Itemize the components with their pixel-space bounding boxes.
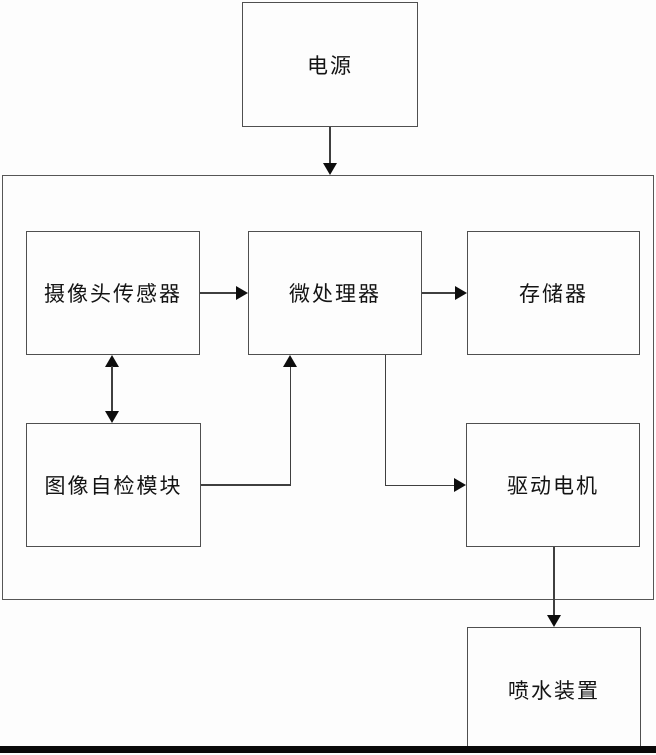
edge-power-to-unit-arrowhead <box>323 163 337 175</box>
edge-camera-selfcheck-arrowhead-bottom <box>105 411 119 423</box>
edge-power-to-unit-line <box>329 127 331 165</box>
node-water-spray-label: 喷水装置 <box>508 678 600 703</box>
edge-micro-to-motor-arrowhead <box>454 478 466 492</box>
node-camera-sensor-label: 摄像头传感器 <box>44 282 182 306</box>
edge-selfcheck-to-micro-vline <box>289 366 291 486</box>
node-drive-motor: 驱动电机 <box>466 423 640 547</box>
node-image-self-check-label: 图像自检模块 <box>44 474 183 498</box>
edge-motor-to-spray-line <box>553 547 555 616</box>
node-drive-motor-label: 驱动电机 <box>507 474 599 498</box>
edge-camera-to-micro-arrowhead <box>236 286 248 300</box>
edge-camera-selfcheck-line <box>111 366 113 412</box>
edge-micro-to-memory-arrowhead <box>455 286 467 300</box>
edge-selfcheck-to-micro-hline <box>201 484 291 486</box>
node-camera-sensor: 摄像头传感器 <box>26 231 200 355</box>
edge-micro-to-memory-line <box>422 292 456 294</box>
edge-camera-selfcheck-arrowhead-top <box>105 355 119 367</box>
node-power-label: 电源 <box>307 53 353 78</box>
node-memory-label: 存储器 <box>519 282 588 306</box>
edge-selfcheck-to-micro-arrowhead <box>283 355 297 367</box>
edge-micro-to-motor-vline <box>384 355 386 486</box>
edge-motor-to-spray-arrowhead <box>547 615 561 627</box>
node-water-spray: 喷水装置 <box>467 627 641 752</box>
node-memory: 存储器 <box>467 231 640 355</box>
node-power: 电源 <box>242 2 418 127</box>
edge-camera-to-micro-line <box>200 292 237 294</box>
node-microprocessor: 微处理器 <box>248 231 422 355</box>
node-microprocessor-label: 微处理器 <box>289 282 381 306</box>
node-image-self-check: 图像自检模块 <box>26 423 201 547</box>
bottom-scan-bar <box>0 746 656 753</box>
edge-micro-to-motor-hline <box>384 484 456 486</box>
main-unit-box <box>2 175 654 600</box>
